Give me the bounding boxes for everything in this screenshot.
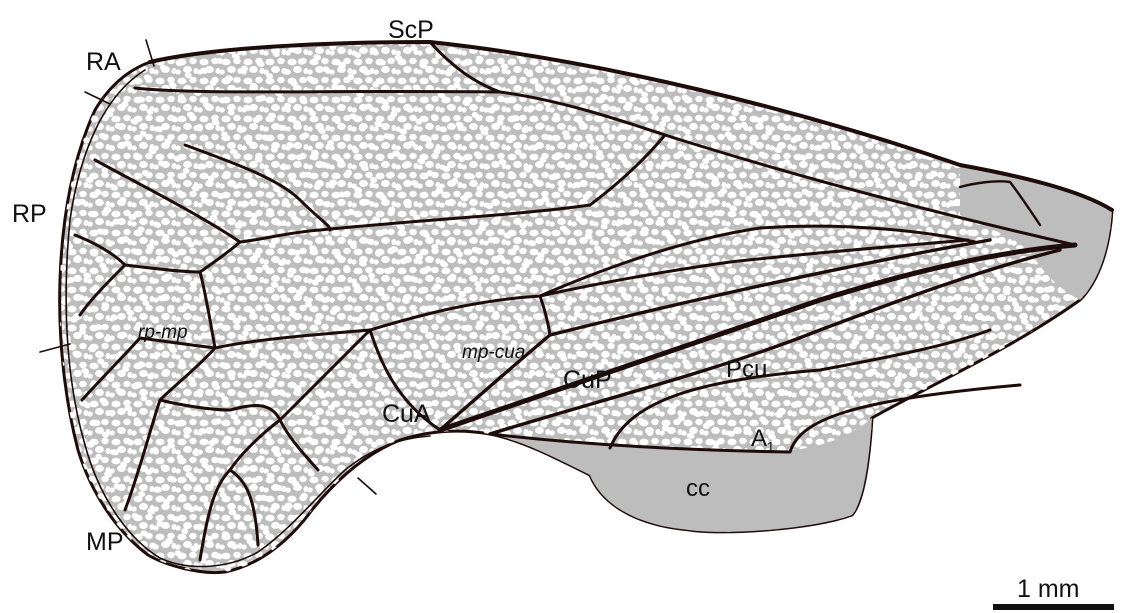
label-rp-mp: rp-mp: [138, 322, 188, 343]
label-cc: cc: [686, 475, 710, 502]
wing-membrane: [60, 42, 1112, 573]
label-a1-base: A: [751, 425, 767, 452]
scale-bar-label: 1 mm: [1017, 575, 1080, 603]
scale-bar: 1 mm: [993, 575, 1114, 610]
label-mp: MP: [86, 528, 124, 556]
label-pcu: Pcu: [726, 356, 767, 383]
label-ra: RA: [86, 48, 121, 76]
label-mp-cua: mp-cua: [462, 342, 525, 363]
scale-bar-line: [993, 604, 1114, 610]
label-cup: CuP: [563, 366, 612, 394]
label-rp: RP: [12, 200, 47, 228]
label-cua: CuA: [382, 400, 431, 428]
label-scp: ScP: [388, 16, 434, 44]
label-a1-subscript: 1: [767, 439, 774, 454]
